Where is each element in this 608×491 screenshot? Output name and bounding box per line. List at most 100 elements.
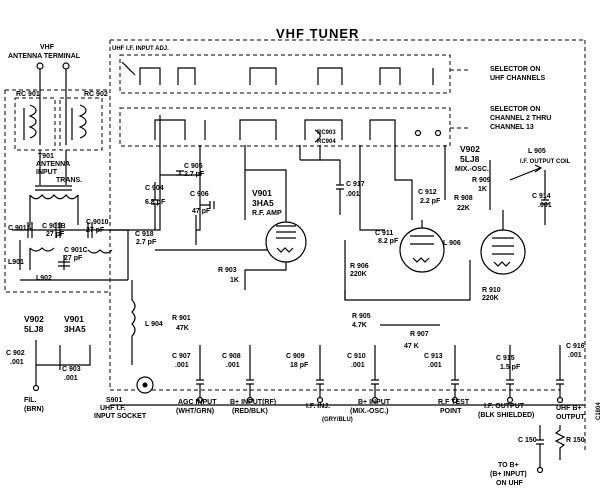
c910-capacitor	[371, 345, 379, 400]
c909-value: 18 pF	[290, 362, 309, 369]
l902-label: L902	[36, 275, 52, 282]
antenna-shield-box	[4, 89, 110, 293]
c908-value: .001	[226, 362, 240, 369]
c911-value: 8.2 pF	[378, 238, 399, 245]
uhf-selector-contacts	[121, 61, 434, 85]
c901c-value: 27 pF	[64, 255, 83, 262]
t901-transformer	[29, 150, 79, 225]
gry-blu-label: (GRY/BLU)	[322, 417, 353, 423]
c901c-label: C 901C	[64, 247, 88, 254]
v901-role: R.F. AMP	[252, 210, 282, 217]
r909-value: 1K	[478, 186, 487, 193]
c150-label: C 150	[518, 437, 537, 444]
b-mix-input-terminal[interactable]	[371, 396, 379, 404]
c912-label: C 912	[418, 189, 437, 196]
c903-value: .001	[64, 375, 78, 382]
selector-vhf-line3: CHANNEL 13	[490, 124, 534, 131]
c905-value: 2.7 pF	[184, 171, 205, 178]
c907-capacitor	[196, 345, 204, 400]
c901b-label: C 901B	[42, 223, 66, 230]
uhf-if-input-adj-label: UHF I.F. INPUT ADJ.	[112, 46, 169, 52]
c908-label: C 908	[222, 353, 241, 360]
rc902-label: RC 902	[84, 91, 108, 98]
c917-value: .001	[346, 191, 360, 198]
c918-label: C 918	[135, 231, 154, 238]
heater-v902-type: 5LJ8	[24, 324, 44, 334]
c910-label: C 910	[347, 353, 366, 360]
t901-label: T901	[38, 153, 54, 160]
r901-label: R 901	[172, 315, 191, 322]
r903-value: 1K	[230, 277, 239, 284]
b-rf-input-terminal[interactable]	[246, 396, 254, 404]
selector-leaders	[450, 69, 470, 129]
rf-test-sub: POINT	[440, 408, 462, 415]
s901-line2: UHF I.F.	[100, 405, 126, 412]
vhf-selector-wafer	[119, 107, 451, 147]
s901-label: S901	[106, 397, 122, 404]
c915-capacitor	[506, 345, 514, 400]
c901a-label: C 901A	[8, 225, 32, 232]
c904-capacitor	[151, 182, 159, 230]
c909-capacitor	[316, 345, 324, 400]
heater-v901-type: 3HA5	[64, 324, 86, 334]
c906-value: 47 pF	[192, 208, 211, 215]
heater-v902-name: V902	[24, 314, 44, 324]
if-output-coil-label: I.F. OUTPUT COIL	[520, 159, 571, 165]
c150-capacitor	[536, 425, 544, 470]
c9010-value: 27 pF	[86, 227, 105, 234]
selector-uhf-line2: UHF CHANNELS	[490, 75, 546, 82]
v901-name: V901	[252, 188, 272, 198]
r905-label: R 905	[352, 313, 371, 320]
c906-capacitor	[200, 201, 215, 209]
r908-value: 22K	[457, 205, 470, 212]
c916-capacitor	[556, 345, 564, 400]
rf-amp-wiring	[110, 115, 270, 251]
selector-vhf-line2: CHANNEL 2 THRU	[490, 115, 551, 122]
heater-circuit	[32, 340, 91, 392]
c913-label: C 913	[424, 353, 443, 360]
l905-coil	[509, 164, 543, 181]
to-uhf-sub2: ON UHF	[496, 480, 524, 487]
l901-label: L901	[8, 259, 24, 266]
diagram-title: VHF TUNER	[276, 26, 359, 41]
t901-line2: ANTENNA	[36, 161, 70, 168]
rf-test-point-terminal[interactable]	[451, 396, 459, 404]
v901-tube	[244, 169, 307, 290]
b-mix-input-sub: (MIX.-OSC.)	[350, 408, 389, 415]
if-inj-terminal[interactable]	[316, 396, 324, 404]
c912-value: 2.2 pF	[420, 198, 441, 205]
rc903-label: RC903	[317, 130, 336, 136]
if-output-terminal[interactable]	[506, 396, 514, 404]
uhf-bplus-output-terminal[interactable]	[556, 396, 564, 404]
fil-label: FIL.	[24, 397, 36, 404]
selector-uhf-line1: SELECTOR ON	[490, 66, 540, 73]
r908-label: R 908	[454, 195, 473, 202]
r901-value: 47K	[176, 325, 189, 332]
c904-label: C 904	[145, 185, 164, 192]
r910-value: 220K	[482, 295, 499, 302]
v902-name: V902	[460, 144, 480, 154]
antenna-label-line1: VHF	[40, 44, 55, 51]
c914-capacitor	[541, 170, 549, 225]
uhf-bplus-label: UHF B+	[556, 405, 581, 412]
uhf-if-input-socket[interactable]	[136, 376, 154, 394]
t901-line4: TRANS.	[56, 177, 82, 184]
fil-sub-label: (BRN)	[24, 406, 44, 413]
l905-label: L 905	[528, 148, 546, 155]
l904-label: L 904	[145, 321, 163, 328]
agc-input-label: AGC INPUT	[178, 399, 217, 406]
v901-type: 3HA5	[252, 198, 274, 208]
selector-vhf-line1: SELECTOR ON	[490, 106, 540, 113]
c911-label: C 911	[375, 230, 393, 237]
if-inj-label: I.F. INJ.	[306, 403, 330, 410]
agc-input-sub: (WHT/GRN)	[176, 408, 214, 415]
c903-label: C 903	[62, 366, 81, 373]
to-uhf-terminal[interactable]	[536, 466, 544, 474]
c918-value: 2.7 pF	[136, 239, 157, 246]
s901-line3: INPUT SOCKET	[94, 413, 147, 420]
antenna-label-line2: ANTENNA TERMINAL	[8, 53, 81, 60]
c913-capacitor	[451, 345, 459, 400]
r907-value: 47 K	[404, 343, 419, 350]
c9010-label: C 9010	[86, 219, 109, 226]
agc-input-terminal[interactable]	[196, 396, 204, 404]
